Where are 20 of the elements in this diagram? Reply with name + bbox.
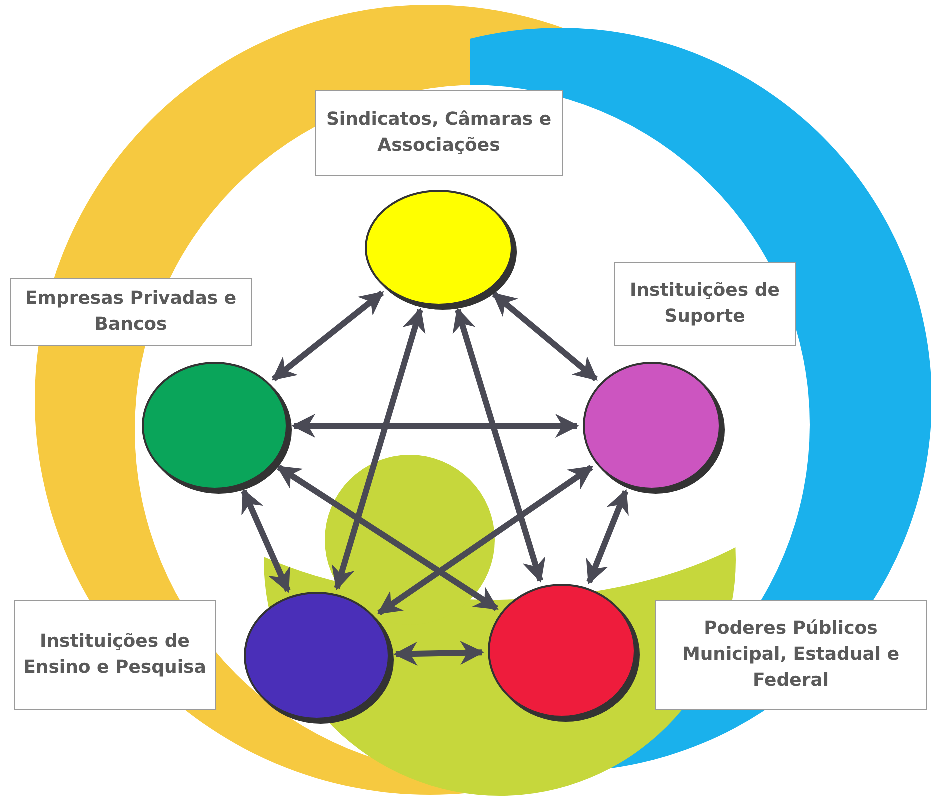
label-text: Sindicatos, Câmaras e Associações	[325, 108, 553, 158]
double-arrow	[377, 465, 594, 616]
double-arrow	[332, 308, 426, 591]
label-box	[10, 278, 252, 346]
label-box	[315, 90, 563, 176]
double-arrow	[292, 414, 580, 438]
label-text: Poderes Públicos Municipal, Estadual e Federal	[681, 616, 901, 694]
label-text: Instituições de Ensino e Pesquisa	[22, 630, 208, 680]
double-arrow	[586, 489, 629, 585]
label-text: Empresas Privadas e Bancos	[24, 286, 238, 337]
label-box	[655, 600, 927, 710]
label-text: Instituições de Suporte	[629, 278, 781, 329]
double-arrow	[492, 292, 598, 382]
label-box	[614, 262, 796, 346]
double-arrow	[276, 464, 499, 612]
double-arrow	[452, 308, 546, 583]
double-arrow	[241, 488, 291, 594]
double-arrow	[272, 290, 384, 382]
label-box	[14, 600, 216, 710]
double-arrow	[394, 641, 484, 666]
